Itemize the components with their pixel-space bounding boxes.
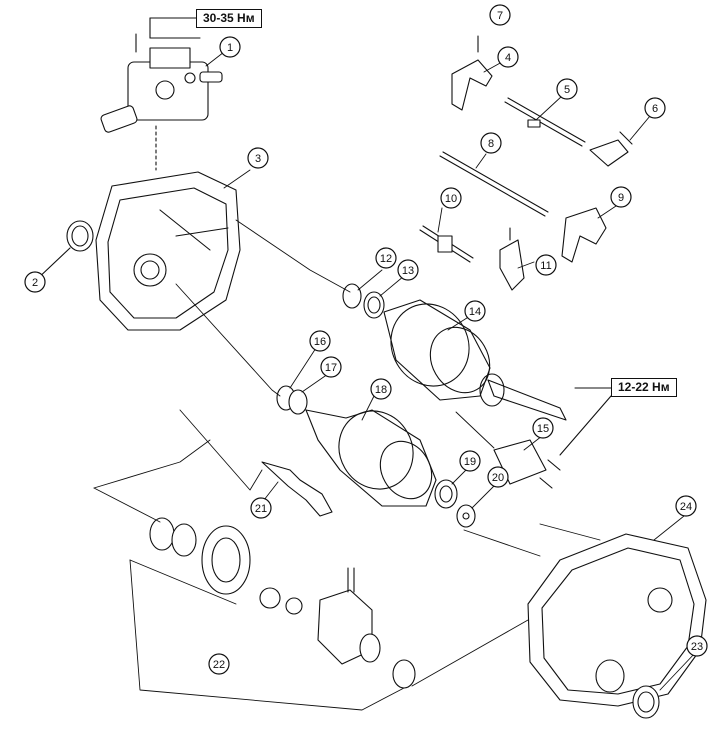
callout-number: 13 bbox=[402, 265, 414, 277]
ring-17 bbox=[288, 389, 308, 415]
callout-number: 18 bbox=[375, 384, 387, 396]
shift-fork-4 bbox=[451, 35, 493, 111]
callout-7: 7 bbox=[489, 4, 511, 26]
shift-rod-8 bbox=[439, 151, 549, 217]
shift-lug-6 bbox=[589, 131, 633, 167]
callout-23: 23 bbox=[686, 635, 708, 657]
callout-number: 8 bbox=[488, 138, 494, 150]
snap-ring-12 bbox=[342, 283, 362, 309]
callout-number: 22 bbox=[213, 659, 225, 671]
callout-number: 16 bbox=[314, 336, 326, 348]
callout-number: 6 bbox=[652, 103, 658, 115]
callout-9: 9 bbox=[610, 186, 632, 208]
callout-3: 3 bbox=[247, 147, 269, 169]
callout-13: 13 bbox=[397, 259, 419, 281]
shift-fork-11 bbox=[499, 227, 525, 291]
output-shaft-part bbox=[305, 409, 437, 507]
input-shaft-part bbox=[383, 299, 567, 421]
callout-number: 17 bbox=[325, 362, 337, 374]
bearing-13 bbox=[363, 291, 385, 319]
callout-number: 10 bbox=[445, 193, 457, 205]
callout-number: 19 bbox=[464, 456, 476, 468]
shift-rod-5 bbox=[504, 97, 586, 147]
callout-number: 14 bbox=[469, 306, 481, 318]
callout-21: 21 bbox=[250, 497, 272, 519]
callout-number: 23 bbox=[691, 641, 703, 653]
callout-6: 6 bbox=[644, 97, 666, 119]
callout-number: 24 bbox=[680, 501, 692, 513]
callout-number: 1 bbox=[227, 42, 233, 54]
callout-11: 11 bbox=[535, 254, 557, 276]
callout-10: 10 bbox=[440, 187, 462, 209]
shift-housing-part bbox=[100, 33, 223, 171]
bracket-21 bbox=[261, 461, 333, 517]
callout-number: 7 bbox=[497, 10, 503, 22]
callout-number: 3 bbox=[255, 153, 261, 165]
shift-rod-10 bbox=[419, 225, 474, 263]
callout-number: 5 bbox=[564, 84, 570, 96]
callout-number: 21 bbox=[255, 503, 267, 515]
torque-label-top: 30-35 Нм bbox=[196, 9, 262, 28]
callout-leaders bbox=[205, 51, 697, 691]
callout-15: 15 bbox=[532, 417, 554, 439]
callout-number: 4 bbox=[505, 52, 511, 64]
assembly-lines bbox=[93, 219, 601, 711]
callout-22: 22 bbox=[208, 653, 230, 675]
callout-16: 16 bbox=[309, 330, 331, 352]
callout-number: 12 bbox=[380, 253, 392, 265]
bearing-19 bbox=[434, 479, 458, 509]
callout-number: 15 bbox=[537, 423, 549, 435]
torque-top-leaders bbox=[149, 17, 201, 39]
callout-number: 11 bbox=[540, 260, 551, 272]
callout-2: 2 bbox=[24, 271, 46, 293]
callout-18: 18 bbox=[370, 378, 392, 400]
callout-14: 14 bbox=[464, 300, 486, 322]
callout-number: 20 bbox=[492, 472, 504, 484]
callout-12: 12 bbox=[375, 247, 397, 269]
torque-label-right: 12-22 Нм bbox=[611, 378, 677, 397]
clutch-housing-part bbox=[95, 171, 241, 331]
callout-1: 1 bbox=[219, 36, 241, 58]
seal-23 bbox=[632, 685, 660, 719]
callout-number: 2 bbox=[32, 277, 38, 289]
callout-number: 9 bbox=[618, 192, 624, 204]
callout-20: 20 bbox=[487, 466, 509, 488]
washer-20 bbox=[456, 504, 476, 528]
callout-17: 17 bbox=[320, 356, 342, 378]
differential-part bbox=[149, 517, 416, 689]
callout-5: 5 bbox=[556, 78, 578, 100]
shift-fork-9 bbox=[561, 207, 607, 263]
callout-4: 4 bbox=[497, 46, 519, 68]
callout-24: 24 bbox=[675, 495, 697, 517]
callout-19: 19 bbox=[459, 450, 481, 472]
oil-seal-part bbox=[33, 220, 94, 283]
torque-right-leaders bbox=[559, 387, 612, 456]
callout-8: 8 bbox=[480, 132, 502, 154]
transmission-case-part bbox=[527, 533, 707, 707]
